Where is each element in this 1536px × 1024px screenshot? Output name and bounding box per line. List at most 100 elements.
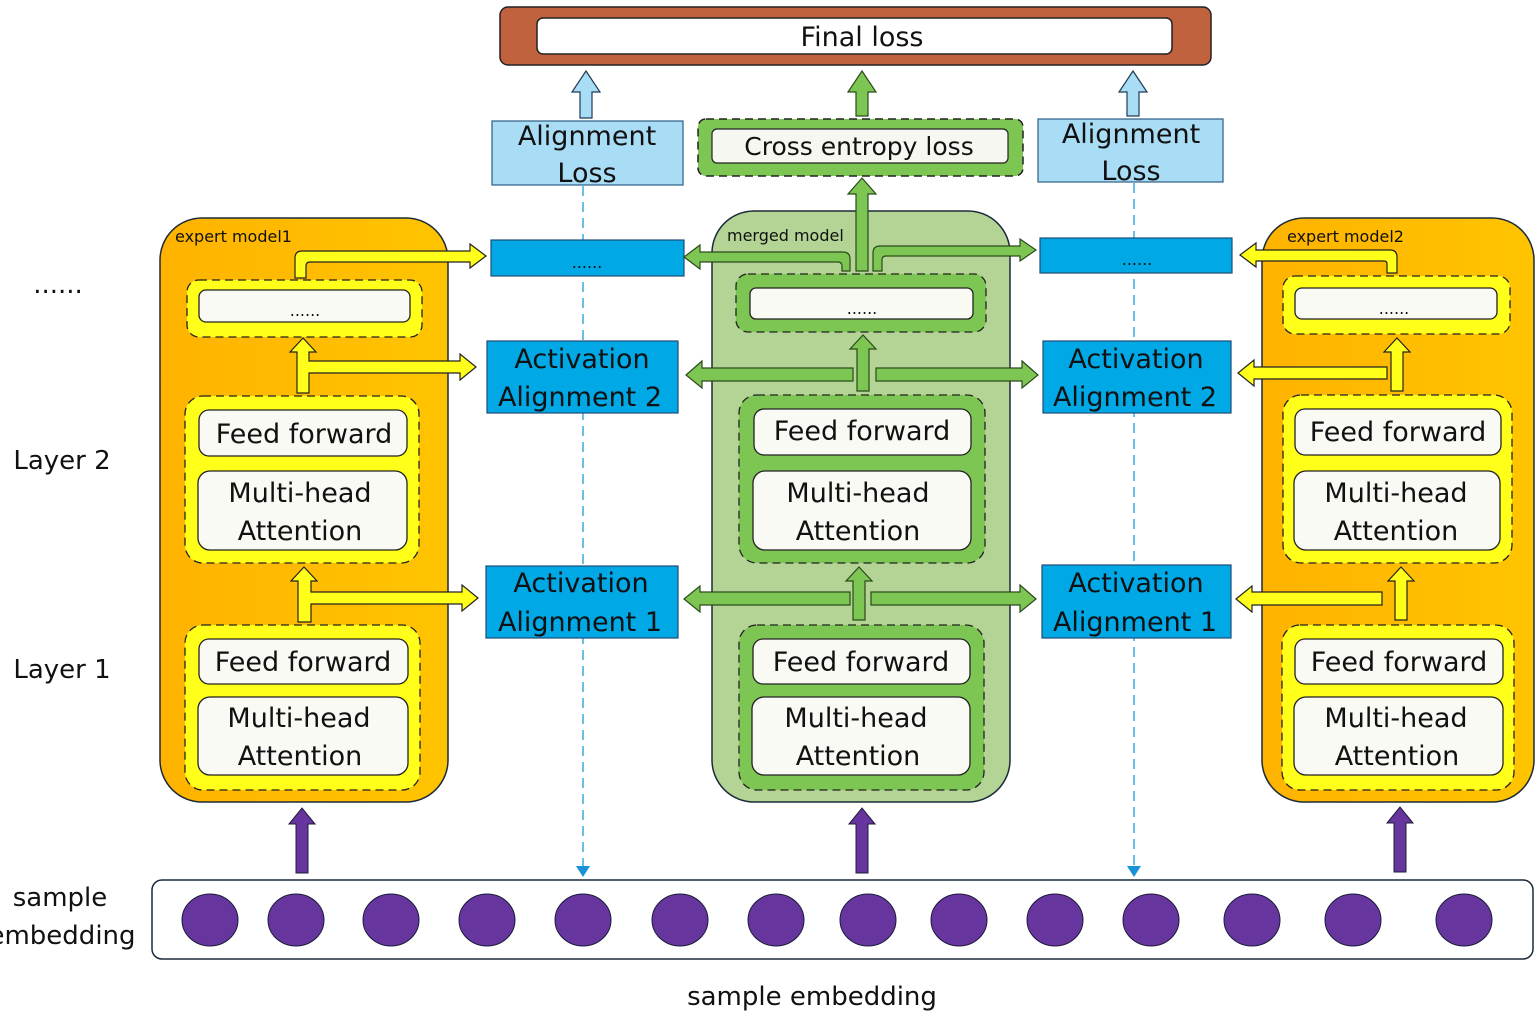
row-label-ellipsis: ...... [33, 270, 83, 300]
expert2-layer2-mha [1293, 470, 1501, 551]
right-top-alignment-label: ...... [1122, 250, 1153, 269]
expert2-arrows [1235, 241, 1416, 621]
embedding-token [267, 893, 325, 947]
expert1-top-block: ...... [186, 279, 423, 338]
expert1-layer1-mha-line2: Attention [238, 741, 363, 772]
expert2-layer1-feed-forward [1294, 638, 1504, 685]
left-activation-alignment-1: Activation Alignment 1 [485, 565, 679, 639]
left-act1-line2: Alignment 1 [498, 607, 662, 638]
merged-layer2-block: Feed forward Multi-head Attention [738, 394, 986, 564]
sample-embedding-caption: sample embedding [687, 982, 937, 1012]
expert2-layer2-feed-forward [1294, 408, 1502, 456]
expert1-layer1-mha [197, 696, 409, 776]
expert2-layer1-mha-line1: Multi-head [1324, 703, 1467, 734]
embedding-token [651, 893, 709, 947]
right-activation-alignment-1: Activation Alignment 1 [1041, 564, 1232, 639]
merged-layer1-ff-label: Feed forward [773, 647, 950, 678]
merged-layer1-mha-line1: Multi-head [784, 703, 927, 734]
arrow-up-center-loss [846, 69, 878, 117]
expert1-top-block-label: ...... [290, 301, 321, 320]
left-alignment-column: ...... Activation Alignment 2 Activation… [485, 239, 685, 639]
embedding-token [1223, 893, 1281, 947]
expert1-layer1-ff-label: Feed forward [215, 647, 392, 678]
expert1-layer2-mha-line1: Multi-head [228, 478, 371, 509]
expert-model-1: expert model1 ...... Feed forward Multi-… [159, 217, 487, 803]
expert2-layer1-mha-line2: Attention [1335, 741, 1460, 772]
expert1-layer2-ff-label: Feed forward [216, 419, 393, 450]
alignment-loss-right-line1: Alignment [1062, 119, 1200, 150]
row-label-sample-line2: embedding [0, 921, 136, 951]
row-label-sample-line1: sample [13, 883, 108, 913]
right-activation-alignment-2: Activation Alignment 2 [1042, 340, 1232, 414]
embedding-token [181, 893, 239, 947]
dashed-line-right [1127, 183, 1141, 877]
expert-model-2-title: expert model2 [1287, 227, 1404, 246]
merged-top-block-label: ...... [847, 299, 878, 318]
expert2-layer2-mha-line2: Attention [1334, 516, 1459, 547]
embedding-token [362, 893, 420, 947]
merged-layer2-mha-line1: Multi-head [786, 478, 929, 509]
input-arrow-merged [847, 807, 877, 874]
expert1-layer2-feed-forward [198, 409, 408, 457]
embedding-token [839, 893, 897, 947]
right-act1-line2: Alignment 1 [1053, 607, 1217, 638]
embedding-token [930, 893, 988, 947]
right-act2-line2: Alignment 2 [1053, 382, 1217, 413]
left-activation-alignment-2: Activation Alignment 2 [486, 340, 679, 414]
right-act2-line1: Activation [1068, 344, 1203, 375]
merged-model-title: merged model [727, 226, 844, 245]
expert-model-1-title: expert model1 [175, 227, 292, 246]
merged-layer1-block: Feed forward Multi-head Attention [738, 624, 985, 791]
merged-layer1-mha [751, 696, 971, 776]
embedding-token [1435, 893, 1493, 947]
alignment-loss-right-line2: Loss [1101, 156, 1160, 187]
cross-entropy-loss-box: Cross entropy loss [697, 118, 1024, 177]
expert1-layer1-feed-forward [198, 638, 409, 685]
alignment-loss-right: Alignment Loss [1037, 118, 1224, 187]
merged-model: merged model ...... Feed forward Multi-h… [683, 177, 1039, 803]
row-label-layer2: Layer 2 [13, 446, 110, 476]
expert2-layer2-ff-label: Feed forward [1310, 417, 1487, 448]
expert2-layer1-block: Feed forward Multi-head Attention [1281, 624, 1515, 791]
left-top-alignment-label: ...... [572, 253, 603, 272]
expert1-layer2-block: Feed forward Multi-head Attention [184, 395, 420, 564]
expert2-top-block: ...... [1282, 275, 1511, 335]
embedding-token [1122, 893, 1180, 947]
expert2-top-block-label: ...... [1379, 299, 1410, 318]
embedding-token [458, 893, 516, 947]
expert2-layer1-mha [1293, 696, 1504, 776]
merged-layer1-feed-forward [752, 638, 971, 685]
left-act2-line2: Alignment 2 [498, 382, 662, 413]
arrow-up-right-loss [1117, 69, 1149, 117]
left-top-alignment-box: ...... [490, 239, 685, 277]
right-top-alignment-box: ...... [1039, 237, 1233, 274]
expert1-layer2-mha [197, 470, 408, 551]
alignment-loss-left-line1: Alignment [518, 121, 656, 152]
expert-model-2: expert model2 ...... Feed forward Multi-… [1235, 217, 1535, 803]
expert2-layer2-mha-line1: Multi-head [1324, 478, 1467, 509]
merged-top-block: ...... [735, 273, 987, 333]
final-loss-label: Final loss [801, 22, 924, 53]
merged-layer2-mha [752, 470, 972, 551]
merged-arrows [683, 177, 1039, 621]
expert1-layer2-mha-line2: Attention [238, 516, 363, 547]
left-act1-line1: Activation [513, 568, 648, 599]
dashed-line-left [576, 186, 590, 877]
final-loss-box: Final loss [499, 6, 1212, 66]
row-label-layer1: Layer 1 [13, 655, 110, 685]
expert2-layer1-ff-label: Feed forward [1311, 647, 1488, 678]
cross-entropy-loss-label: Cross entropy loss [744, 132, 973, 161]
sample-embedding-box [151, 879, 1534, 960]
expert1-layer1-mha-line1: Multi-head [227, 703, 370, 734]
embedding-token [1324, 893, 1382, 947]
merged-layer2-feed-forward [753, 408, 972, 456]
merged-layer2-ff-label: Feed forward [774, 416, 951, 447]
arrow-up-left-loss [570, 69, 602, 119]
expert1-layer1-block: Feed forward Multi-head Attention [184, 624, 421, 791]
merged-layer2-mha-line2: Attention [796, 516, 921, 547]
left-act2-line1: Activation [514, 344, 649, 375]
alignment-loss-left-line2: Loss [557, 158, 616, 189]
expert1-arrows [288, 242, 487, 623]
merged-layer1-mha-line2: Attention [796, 741, 921, 772]
